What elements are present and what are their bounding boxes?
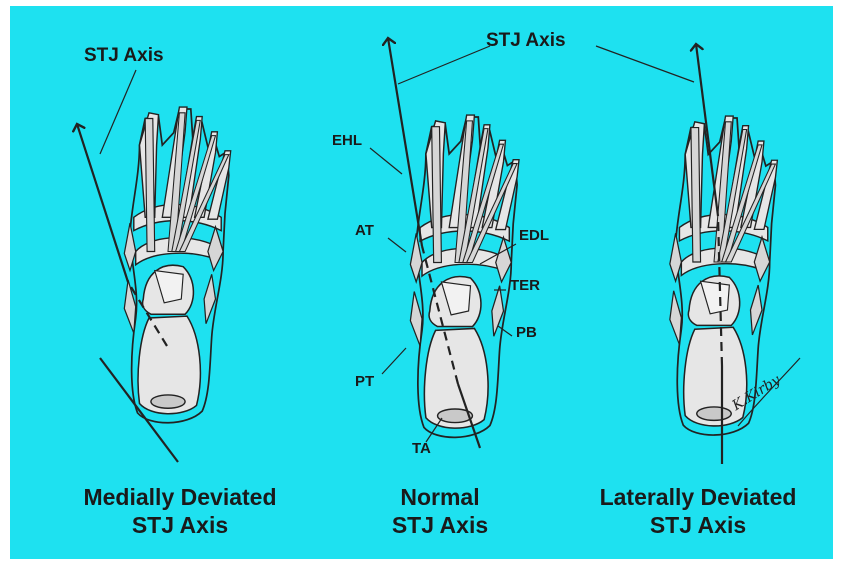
caption-lateral: Laterally Deviated STJ Axis bbox=[568, 483, 828, 539]
caption-normal-line2: STJ Axis bbox=[350, 511, 530, 539]
diagram-panel: STJ Axis STJ Axis EHL AT EDL TER PB PT T… bbox=[10, 6, 833, 559]
caption-lateral-line1: Laterally Deviated bbox=[568, 483, 828, 511]
tendon-label-ehl: EHL bbox=[332, 133, 362, 148]
caption-medial-line1: Medially Deviated bbox=[30, 483, 330, 511]
tendon-label-ter: TER bbox=[510, 278, 540, 293]
foot-illustrations bbox=[10, 6, 833, 559]
caption-lateral-line2: STJ Axis bbox=[568, 511, 828, 539]
tendon-label-pt: PT bbox=[355, 374, 374, 389]
stj-axis-label-shared: STJ Axis bbox=[486, 31, 566, 50]
tendon-label-pb: PB bbox=[516, 325, 537, 340]
caption-normal: Normal STJ Axis bbox=[350, 483, 530, 539]
caption-medial: Medially Deviated STJ Axis bbox=[30, 483, 330, 539]
stj-axis-label-left: STJ Axis bbox=[84, 46, 164, 65]
tendon-label-ta: TA bbox=[412, 441, 431, 456]
caption-normal-line1: Normal bbox=[350, 483, 530, 511]
tendon-label-edl: EDL bbox=[519, 228, 549, 243]
caption-medial-line2: STJ Axis bbox=[30, 511, 330, 539]
tendon-label-at: AT bbox=[355, 223, 374, 238]
